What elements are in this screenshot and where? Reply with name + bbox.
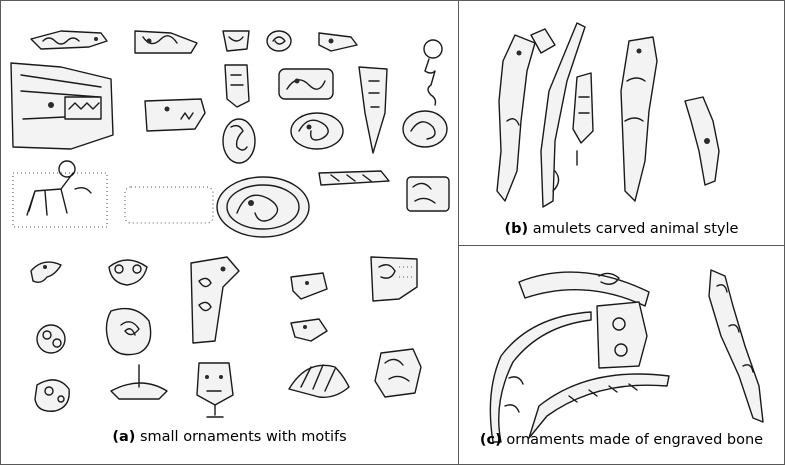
ornament-coiled-animal-2 bbox=[402, 110, 448, 148]
panel-b-caption-text: amulets carved animal style bbox=[532, 221, 739, 237]
ornament-elongated-plaque-1 bbox=[30, 30, 108, 50]
ornament-pendant-tab bbox=[224, 64, 250, 108]
amulet-claw-right bbox=[684, 96, 720, 186]
panel-c-caption: (c) ornaments made of engraved bone bbox=[459, 432, 784, 448]
bone-curved-tusk-bottom bbox=[528, 373, 670, 439]
ornament-dagger-blade bbox=[358, 66, 388, 154]
ornament-deer-with-antlers bbox=[12, 160, 108, 228]
ornament-coiled-cluster bbox=[34, 379, 70, 412]
ornament-circular-curled-animal bbox=[216, 176, 310, 238]
amulet-bear-figure bbox=[620, 36, 658, 202]
ornament-large-animal-plaque bbox=[10, 62, 114, 150]
ornament-shell-fan bbox=[288, 364, 350, 398]
panel-a-caption: (a) small ornaments with motifs bbox=[1, 429, 458, 445]
ornament-paired-heads bbox=[406, 176, 450, 212]
ornament-small-beast-2 bbox=[290, 318, 328, 342]
panel-b-letter: (b) bbox=[504, 221, 529, 237]
bone-crescent-top bbox=[518, 271, 650, 307]
panel-a-drawings bbox=[10, 30, 450, 418]
ornament-round-medallion bbox=[105, 307, 152, 356]
panel-a-caption-text: small ornaments with motifs bbox=[139, 429, 347, 445]
bone-curved-tusk-left bbox=[489, 311, 592, 443]
amulet-snake-head-tab bbox=[572, 72, 594, 166]
panel-a-small-ornaments: (a) small ornaments with motifs bbox=[0, 0, 459, 465]
ornament-bird-head-1 bbox=[318, 32, 358, 52]
ornament-mushroom-cap bbox=[110, 364, 168, 400]
ornament-predator-head bbox=[144, 98, 206, 132]
ornament-ram-head bbox=[30, 261, 62, 284]
panel-b-caption: (b) amulets carved animal style bbox=[459, 221, 784, 237]
panel-c-drawings bbox=[489, 269, 764, 443]
ornament-crescent-curl bbox=[108, 259, 148, 286]
ornament-dotted-relief bbox=[124, 186, 214, 224]
ornament-coiled-animal-1 bbox=[290, 112, 344, 150]
ornament-recumbent-animal-1 bbox=[278, 68, 334, 100]
panel-c-letter: (c) bbox=[479, 432, 502, 448]
ornament-feline-pair bbox=[374, 348, 422, 398]
ornament-small-square-1 bbox=[222, 30, 250, 52]
ornament-rectangular-panel bbox=[370, 256, 418, 302]
ornament-rosette-disc bbox=[36, 324, 66, 354]
ornament-spiral-oval bbox=[222, 118, 256, 164]
panel-b-drawings bbox=[496, 22, 720, 208]
bone-carved-staff-right bbox=[708, 269, 764, 423]
panel-a-letter: (a) bbox=[112, 429, 136, 445]
ornament-small-beast-1 bbox=[290, 272, 328, 300]
bone-engraved-panel-center bbox=[596, 301, 648, 369]
amulet-small-diamond bbox=[530, 28, 556, 54]
panel-c-engraved-bone: (c) ornaments made of engraved bone bbox=[458, 245, 785, 465]
amulet-curved-fang-left bbox=[496, 34, 536, 202]
ornament-human-face-pendant bbox=[196, 362, 234, 418]
ornament-long-bar bbox=[318, 170, 390, 186]
ornament-round-curled-1 bbox=[266, 30, 292, 52]
amulet-long-tusk bbox=[540, 22, 586, 208]
ornament-horse-head-tall bbox=[190, 256, 240, 344]
panel-c-caption-text: ornaments made of engraved bone bbox=[506, 432, 764, 448]
ornament-plaque-feline-1 bbox=[134, 30, 198, 54]
ornament-ring-pendant bbox=[423, 39, 443, 106]
panel-b-animal-amulets: (b) amulets carved animal style bbox=[458, 0, 785, 246]
